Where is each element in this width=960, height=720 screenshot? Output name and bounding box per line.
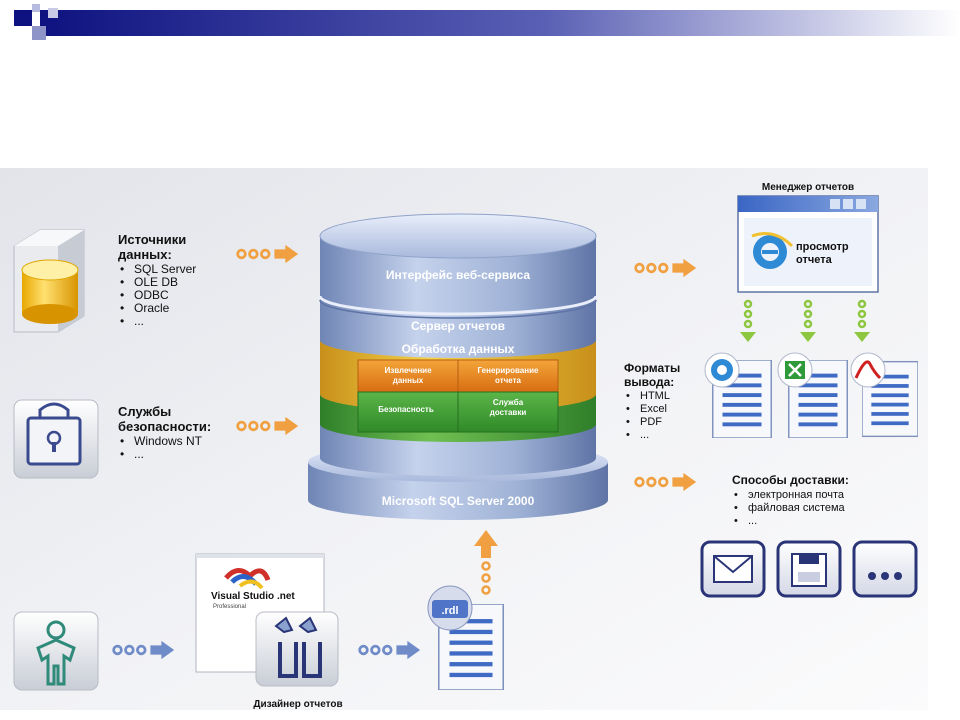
delivery-item: ... <box>748 515 757 527</box>
data-source-item: SQL Server <box>134 262 196 276</box>
data-sources-bullet: • <box>120 288 124 302</box>
email-icon <box>700 540 766 598</box>
formats-bullet: • <box>626 429 630 441</box>
arrow-rdl-to-server <box>474 530 498 595</box>
formats-bullet: • <box>626 390 630 402</box>
format-item: Excel <box>640 403 667 415</box>
data-processing-label: Обработка данных <box>402 342 515 356</box>
sql-server-platform-label: Microsoft SQL Server 2000 <box>382 494 535 508</box>
data-sources-title-line2: данных: <box>118 247 172 262</box>
user-icon <box>13 611 99 691</box>
security-title-line2: безопасности: <box>118 419 211 434</box>
slide-header <box>0 0 960 46</box>
security-title-line1: Службы <box>118 404 171 419</box>
report-generation-label: Генерирование <box>478 366 539 375</box>
delivery-title: Способы доставки: <box>732 473 849 487</box>
data-source-item: Oracle <box>134 301 170 315</box>
data-sources-title-line1: Источники <box>118 232 186 247</box>
more-options-icon <box>852 540 918 598</box>
delivery-item: файловая система <box>748 502 846 514</box>
formats-bullet: • <box>626 416 630 428</box>
report-generation-label: отчета <box>495 376 522 385</box>
pdf-format-icon <box>850 352 886 388</box>
delivery-item: электронная почта <box>748 489 845 501</box>
delivery-service-label: доставки <box>490 408 527 417</box>
data-sources-bullet: • <box>120 275 124 289</box>
visual-studio-logo-icon <box>224 568 271 590</box>
data-source-item: ... <box>134 314 144 328</box>
data-sources-bullet: • <box>120 301 124 315</box>
visual-studio-label: Visual Studio .net <box>211 591 295 602</box>
delivery-service-label: Служба <box>493 398 524 407</box>
report-manager-window <box>737 195 879 293</box>
report-designer-icon <box>255 611 339 687</box>
formats-title-line1: Форматы <box>624 361 680 375</box>
data-sources-bullet: • <box>120 314 124 328</box>
visual-studio-edition-label: Professional <box>213 604 246 610</box>
report-view-label: отчета <box>796 254 833 266</box>
browser-icon <box>751 232 794 269</box>
security-bullet: • <box>120 447 124 461</box>
lock-icon <box>13 399 99 479</box>
delivery-bullet: • <box>734 489 738 501</box>
floppy-disk-icon <box>776 540 842 598</box>
security-item: ... <box>134 447 144 461</box>
data-sources-bullet: • <box>120 262 124 276</box>
delivery-bullet: • <box>734 515 738 527</box>
rdl-document-icon <box>427 585 504 690</box>
report-server-stack <box>308 213 608 520</box>
html-format-icon <box>704 352 740 388</box>
format-item: ... <box>640 429 649 441</box>
security-module-label: Безопасность <box>378 405 434 414</box>
security-item: Windows NT <box>134 434 203 448</box>
data-source-item: ODBC <box>134 288 169 302</box>
report-server-label: Сервер отчетов <box>411 319 505 333</box>
report-designer-caption: Дизайнер отчетов <box>253 699 342 710</box>
security-bullet: • <box>120 434 124 448</box>
formats-title-line2: вывода: <box>624 375 674 389</box>
formats-bullet: • <box>626 403 630 415</box>
rdl-label: .rdl <box>441 605 458 617</box>
data-extraction-label: Извлечение <box>384 366 432 375</box>
data-extraction-label: данных <box>393 376 424 385</box>
format-item: PDF <box>640 416 662 428</box>
data-source-item: OLE DB <box>134 275 178 289</box>
report-manager-title: Менеджер отчетов <box>762 182 854 193</box>
format-item: HTML <box>640 390 670 402</box>
data-sources-icon <box>13 229 85 333</box>
excel-format-icon <box>777 352 813 388</box>
report-view-label: просмотр <box>796 241 849 253</box>
delivery-bullet: • <box>734 502 738 514</box>
arrow-manager-to-formats <box>740 299 870 342</box>
web-service-interface-label: Интерфейс веб-сервиса <box>386 268 531 282</box>
